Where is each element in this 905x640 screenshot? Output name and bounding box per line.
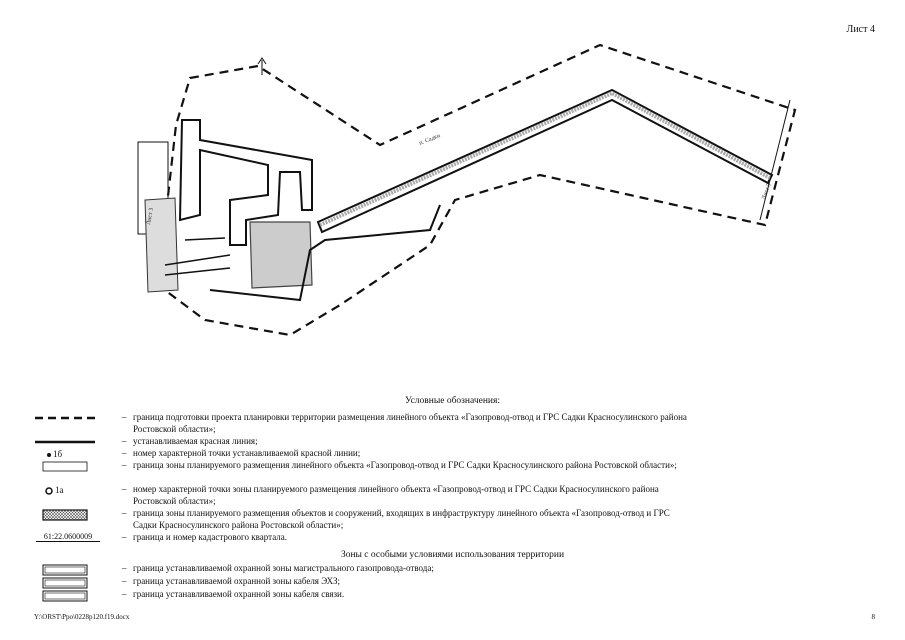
road-label: п. Садки (419, 133, 442, 147)
file-path: Y:\ORST\Ppo\0228p120.f19.docx (34, 613, 130, 621)
hatched-zone-left (144, 197, 179, 293)
legend-title: Условные обозначения: (404, 396, 500, 406)
double-rect-icon (42, 564, 88, 576)
point-icon (47, 453, 51, 457)
branch-lines (164, 237, 231, 276)
red-line-icon (35, 440, 95, 444)
boundary-end-line (759, 99, 791, 221)
access-road (209, 204, 441, 302)
pipeline-corridor-fill (319, 90, 771, 227)
page-number: 8 (871, 613, 876, 621)
north-arrow-icon (257, 57, 267, 75)
hatched-rect-icon (42, 509, 88, 521)
dashed-line-icon (35, 416, 95, 420)
double-rect-icon (42, 590, 88, 602)
zone-left-building (178, 119, 313, 246)
pipeline-corridor-outer (316, 88, 774, 234)
sheet-number: Лист 4 (846, 24, 875, 35)
scale-left-label: Лист 3 (146, 207, 155, 225)
planning-boundary (156, 43, 797, 337)
cadastral-label: 61:22.0600009 (36, 532, 100, 542)
site-plan: п. Садки Лист 3 Лист 5 (137, 43, 797, 337)
zone-rect-icon (42, 461, 88, 472)
double-rect-icon (42, 577, 88, 589)
circle-point-icon (45, 487, 53, 495)
hatched-zone-center (249, 221, 313, 289)
zones-title: Зоны с особыми условиями использования т… (340, 550, 565, 560)
